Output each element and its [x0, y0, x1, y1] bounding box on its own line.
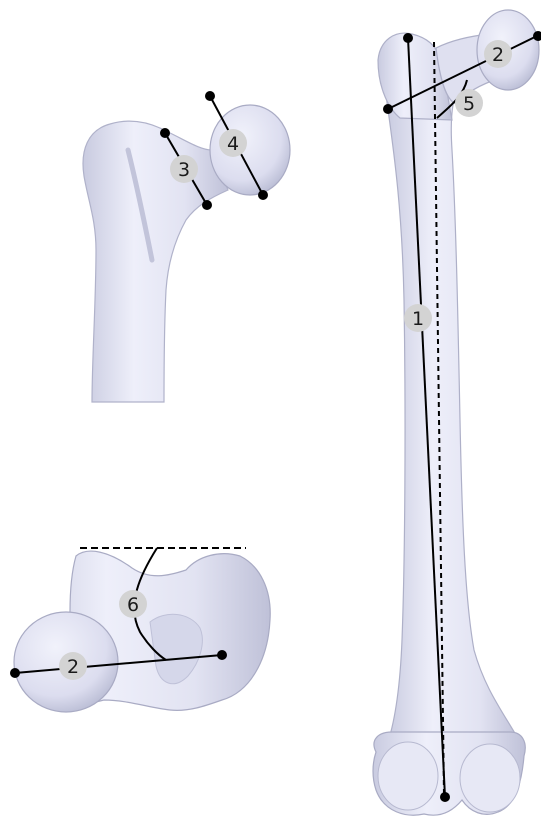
- endpoint-dot: [383, 104, 393, 114]
- endpoint-dot: [217, 650, 227, 660]
- label-3: 3: [178, 159, 190, 181]
- proximal-femur-body: [83, 121, 228, 402]
- endpoint-dot: [440, 792, 450, 802]
- endpoint-dot: [205, 91, 215, 101]
- lateral-condyle: [460, 744, 520, 812]
- label-2-axial: 2: [67, 656, 79, 678]
- endpoint-dot: [258, 190, 268, 200]
- label-2-full: 2: [492, 44, 504, 66]
- medial-condyle: [378, 742, 438, 810]
- endpoint-dot: [403, 33, 413, 43]
- label-6: 6: [127, 594, 139, 616]
- endpoint-dot: [160, 128, 170, 138]
- label-4: 4: [227, 133, 239, 155]
- label-1: 1: [412, 308, 424, 330]
- full-femur: [373, 10, 539, 815]
- femur-shaft: [386, 88, 520, 742]
- label-5: 5: [463, 93, 475, 115]
- endpoint-dot: [202, 200, 212, 210]
- proximal-femur: [83, 105, 290, 402]
- endpoint-dot: [10, 668, 20, 678]
